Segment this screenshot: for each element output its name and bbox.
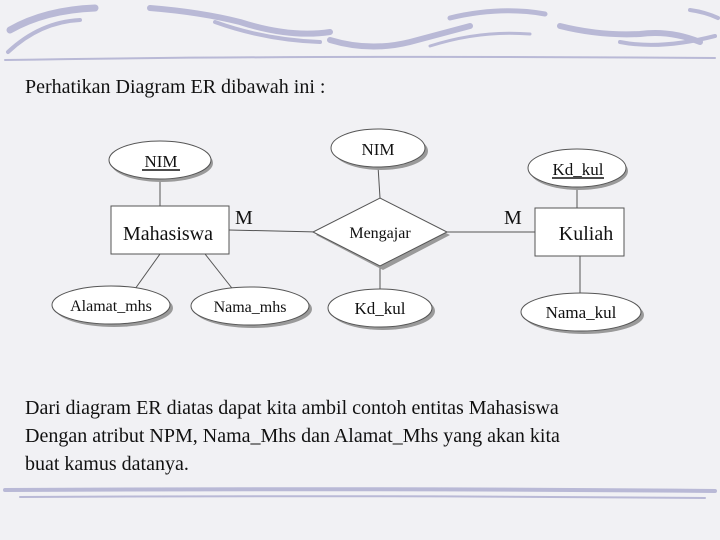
top-swirl (327, 23, 473, 50)
cardinality-left: M (235, 207, 253, 229)
relationship-diamond (311, 197, 449, 267)
attr-nama-label: Nama_mhs (214, 299, 287, 316)
line-mahasiswa-nama (204, 253, 236, 293)
entity-kuliah-label: Kuliah (559, 223, 613, 245)
attr-relation-kd-label: Kd_kul (355, 299, 406, 318)
cardinality-right: M (504, 207, 522, 229)
entity-mahasiswa-box (110, 205, 230, 255)
top-swirl (618, 34, 717, 47)
attr-relation-nim-label: NIM (361, 140, 394, 159)
paragraph-line: Dengan atribut NPM, Nama_Mhs dan Alamat_… (25, 425, 560, 447)
line-mahasiswa-mengajar (228, 229, 319, 233)
attr-nama-kul (520, 292, 642, 332)
paragraph-line: Dari diagram ER diatas dapat kita ambil … (25, 397, 559, 419)
attr-nim-label: NIM (144, 152, 177, 171)
attr-namakul-label: Nama_kul (546, 303, 617, 322)
top-rule (4, 55, 716, 61)
top-swirl (213, 20, 322, 44)
top-swirl (428, 31, 532, 48)
attr-nama-mhs (190, 286, 310, 326)
description-paragraph: Dari diagram ER diatas dapat kita ambil … (25, 394, 695, 478)
top-swirl (6, 4, 99, 34)
attr-nim-relationship (330, 128, 426, 168)
attr-kuliah-key-label: Kd_kul (553, 160, 604, 179)
entity-mahasiswa-label: Mahasiswa (123, 223, 213, 245)
top-swirl (557, 23, 703, 45)
attr-alamat-label: Alamat_mhs (70, 298, 152, 315)
attr-kdkul-relationship (327, 288, 433, 328)
top-swirl (147, 5, 333, 37)
bottom-rule (3, 487, 717, 493)
top-swirl (447, 8, 548, 21)
attr-alamat-mhs (51, 285, 171, 325)
line-nim-mengajar (377, 165, 381, 199)
relationship-label: Mengajar (349, 225, 411, 242)
slide-heading: Perhatikan Diagram ER dibawah ini : (25, 76, 326, 98)
top-swirl (6, 18, 82, 54)
paragraph-line: buat kamus datanya. (25, 453, 189, 475)
entity-kuliah-box (534, 207, 625, 257)
top-swirl (688, 8, 720, 20)
bottom-rule (19, 495, 706, 499)
attr-nim-mahasiswa (108, 140, 212, 180)
